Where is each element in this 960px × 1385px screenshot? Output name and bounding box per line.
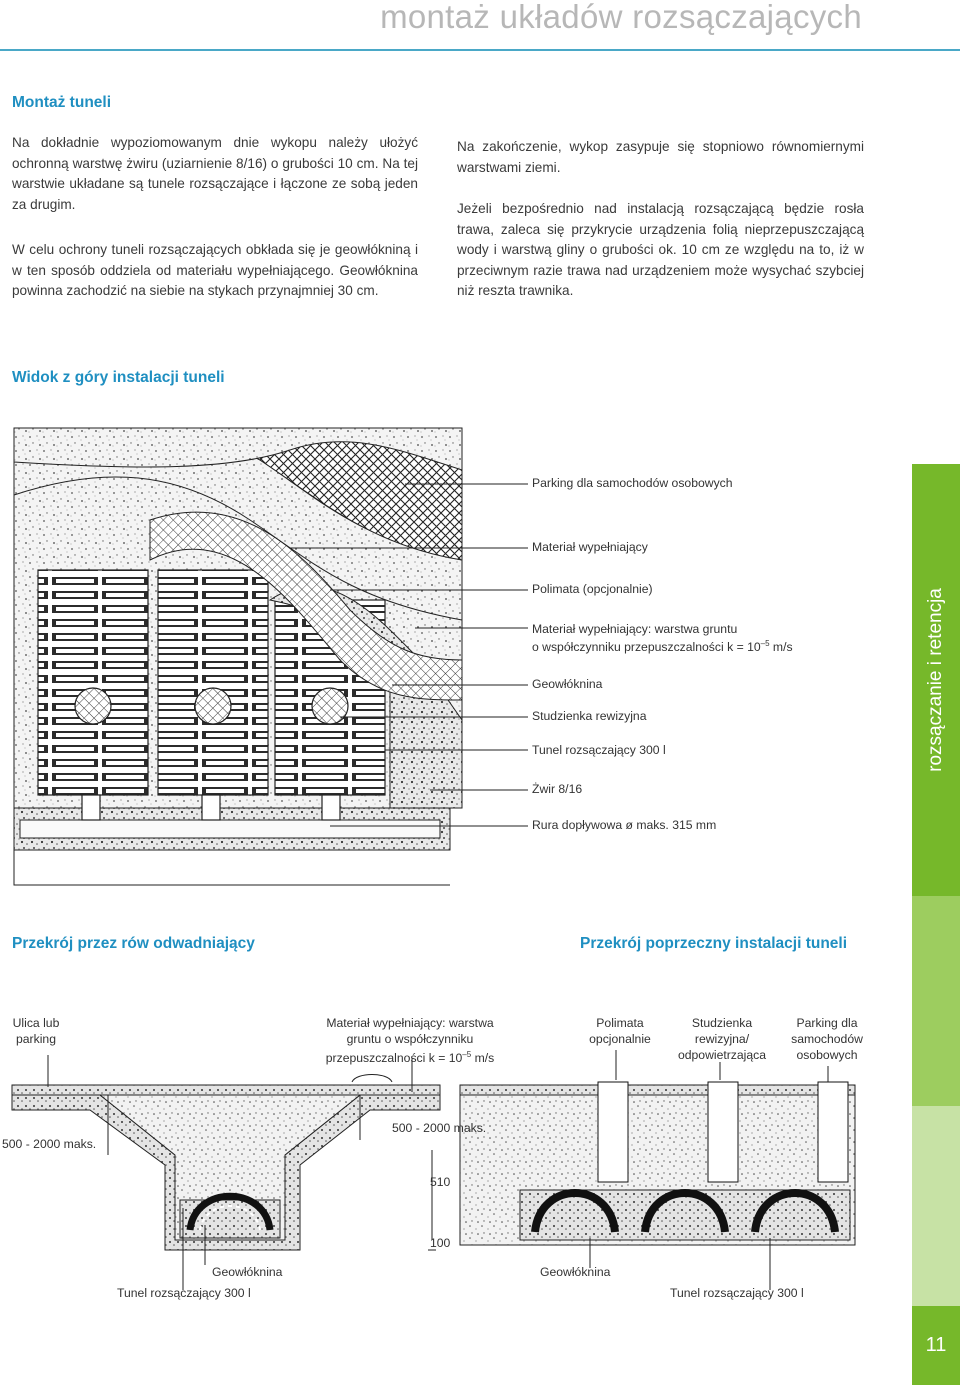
label-fill: Materiał wypełniający	[532, 540, 648, 554]
label-tunnel: Tunel rozsączający 300 l	[532, 743, 666, 757]
label-gravel: Żwir 8/16	[532, 782, 583, 796]
section-heading-row: Przekrój przez rów odwadniający	[12, 935, 255, 952]
header-rule	[0, 49, 960, 51]
label-row-tunnel: Tunel rozsączający 300 l	[117, 1286, 251, 1300]
label-polimata: Polimata (opcjonalnie)	[532, 582, 653, 596]
section-heading-plan: Widok z góry instalacji tuneli	[12, 369, 225, 386]
page-title: montaż układów rozsączających	[380, 0, 862, 35]
paragraph-3: Na zakończenie, wykop zasypuje się stopn…	[457, 139, 864, 175]
paragraph-1: Na dokładnie wypoziomowanym dnie wykopu …	[12, 135, 418, 212]
sidebar-band-2	[912, 896, 960, 1106]
label-dim-100: 100	[430, 1236, 451, 1250]
label-dim-mid: 500 - 2000 maks.	[392, 1121, 487, 1135]
section-heading-cross: Przekrój poprzeczny instalacji tuneli	[580, 935, 848, 952]
label-soil-2: o współczynniku przepuszczalności k = 10…	[532, 639, 793, 655]
label-soil-1: Materiał wypełniający: warstwa gruntu	[532, 622, 738, 636]
label-dim-510: 510	[430, 1175, 451, 1189]
label-parking: Parking dla samochodów osobowych	[532, 476, 733, 490]
paragraph-4: Jeżeli bezpośrednio nad instalacją rozsą…	[457, 201, 864, 299]
label-row-geo: Geowłóknina	[212, 1265, 283, 1279]
paragraph-2: W celu ochrony tuneli rozsączających obk…	[12, 242, 418, 299]
label-cross-geo: Geowłóknina	[540, 1265, 611, 1279]
page-header: montaż układów rozsączających	[0, 0, 960, 51]
sidebar-band-3	[912, 1106, 960, 1306]
label-dim-left: 500 - 2000 maks.	[2, 1137, 97, 1151]
label-geo: Geowłóknina	[532, 677, 603, 691]
label-pipe: Rura dopływowa ø maks. 315 mm	[532, 818, 717, 832]
label-cross-tunnel: Tunel rozsączający 300 l	[670, 1286, 804, 1300]
label-well: Studzienka rewizyjna	[532, 709, 647, 723]
sidebar-band-4	[912, 1306, 960, 1385]
sidebar-band-1	[912, 464, 960, 896]
page-number: 11	[925, 1334, 947, 1356]
section-heading-montaz: Montaż tuneli	[12, 94, 112, 111]
label-row-fill: Materiał wypełniający: warstwa gruntu o …	[325, 1016, 495, 1066]
